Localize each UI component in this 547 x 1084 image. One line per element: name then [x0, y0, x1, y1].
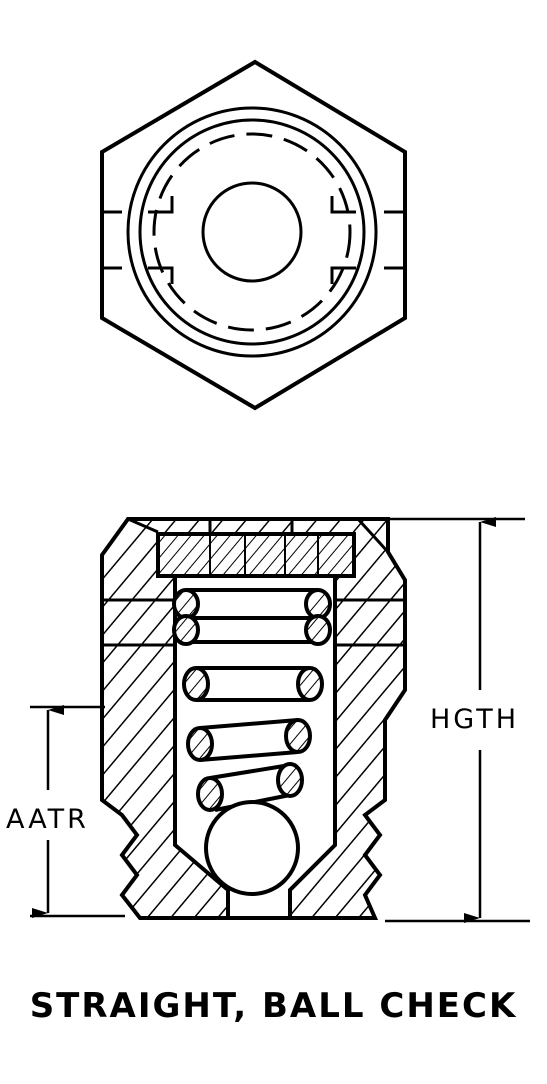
- bore-circle: [201, 181, 303, 283]
- thread-length-dimension: [30, 705, 125, 918]
- cross-section-view: [100, 517, 407, 920]
- height-dimension: [385, 517, 530, 923]
- hidden-line-right: [330, 196, 404, 284]
- cap-plate-divisions: [209, 534, 319, 576]
- inner-ring: [138, 118, 366, 346]
- check-ball: [204, 800, 300, 896]
- height-dimension-label: HGTH: [430, 704, 519, 735]
- thread-length-label: AATR: [6, 804, 89, 835]
- dashed-ring: [152, 132, 352, 332]
- hidden-line-left: [104, 196, 174, 284]
- hex-end-view: [100, 59, 407, 411]
- figure-caption: STRAIGHT, BALL CHECK: [29, 986, 518, 1026]
- coil-spring: [172, 588, 332, 812]
- cap-plate: [156, 532, 356, 578]
- outer-ring: [126, 106, 378, 358]
- section-lines: [102, 517, 405, 647]
